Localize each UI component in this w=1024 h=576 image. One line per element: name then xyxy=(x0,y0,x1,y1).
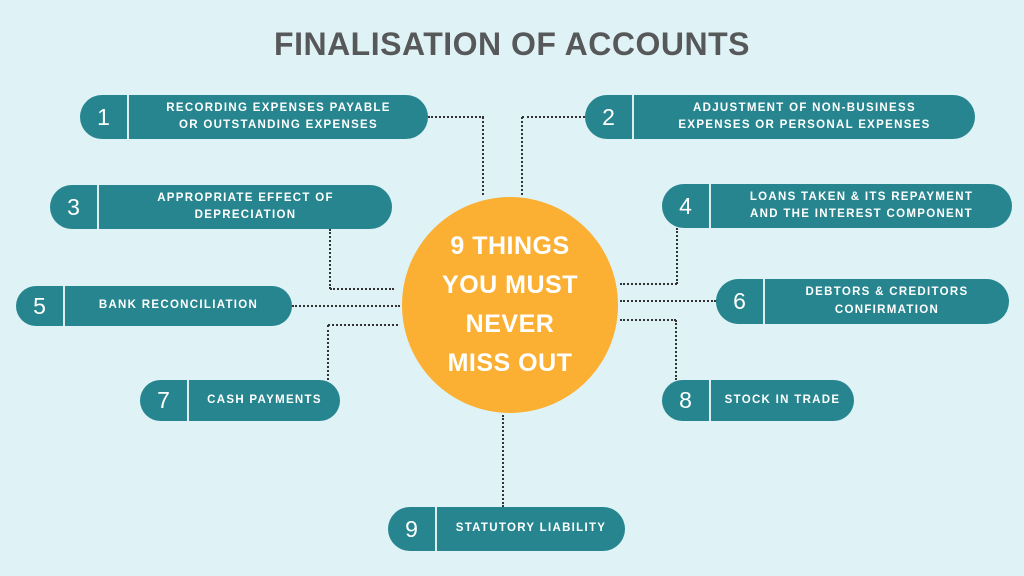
connector-3-horizontal xyxy=(330,288,394,290)
item-4-loans-repayment-interest: 4 LOANS TAKEN & ITS REPAYMENT AND THE IN… xyxy=(662,184,1012,228)
connector-3-vertical xyxy=(329,229,331,289)
connector-1-horizontal xyxy=(428,116,484,118)
item-3-label: APPROPRIATE EFFECT OF DEPRECIATION xyxy=(157,191,334,221)
item-6-debtors-creditors-confirmation: 6 DEBTORS & CREDITORS CONFIRMATION xyxy=(716,279,1009,324)
connector-4-horizontal xyxy=(620,283,677,285)
item-2-number: 2 xyxy=(585,95,634,139)
center-circle: 9 THINGS YOU MUST NEVER MISS OUT xyxy=(402,197,618,413)
connector-9-vertical xyxy=(502,415,504,507)
connector-8-vertical xyxy=(675,320,677,380)
item-2-label: ADJUSTMENT OF NON-BUSINESS EXPENSES OR P… xyxy=(678,101,931,131)
connector-6-horizontal xyxy=(620,300,716,302)
item-1-label: RECORDING EXPENSES PAYABLE OR OUTSTANDIN… xyxy=(166,101,391,131)
item-4-number: 4 xyxy=(662,184,711,228)
item-2-adjustment-non-business: 2 ADJUSTMENT OF NON-BUSINESS EXPENSES OR… xyxy=(585,95,975,139)
item-8-number: 8 xyxy=(662,380,711,421)
item-3-number: 3 xyxy=(50,185,99,229)
connector-2-vertical xyxy=(521,117,523,195)
item-4-label: LOANS TAKEN & ITS REPAYMENT AND THE INTE… xyxy=(749,190,974,220)
item-8-label: STOCK IN TRADE xyxy=(724,393,841,406)
connector-4-vertical xyxy=(676,228,678,284)
item-7-cash-payments: 7 CASH PAYMENTS xyxy=(140,380,340,421)
page-title: FINALISATION OF ACCOUNTS xyxy=(274,26,750,62)
item-6-number: 6 xyxy=(716,279,765,324)
item-1-recording-expenses: 1 RECORDING EXPENSES PAYABLE OR OUTSTAND… xyxy=(80,95,428,139)
item-1-number: 1 xyxy=(80,95,129,139)
item-9-number: 9 xyxy=(388,507,437,551)
connector-5-horizontal xyxy=(292,305,400,307)
item-5-label: BANK RECONCILIATION xyxy=(98,299,259,312)
center-circle-text: 9 THINGS YOU MUST NEVER MISS OUT xyxy=(442,232,578,377)
item-8-stock-in-trade: 8 STOCK IN TRADE xyxy=(662,380,854,421)
item-5-number: 5 xyxy=(16,286,65,326)
connector-8-horizontal xyxy=(620,319,676,321)
connector-2-horizontal xyxy=(522,116,585,118)
connector-7-vertical xyxy=(327,325,329,380)
item-3-depreciation-effect: 3 APPROPRIATE EFFECT OF DEPRECIATION xyxy=(50,185,392,229)
item-9-label: STATUTORY LIABILITY xyxy=(455,522,607,535)
item-7-label: CASH PAYMENTS xyxy=(207,393,322,406)
item-5-bank-reconciliation: 5 BANK RECONCILIATION xyxy=(16,286,292,326)
item-9-statutory-liability: 9 STATUTORY LIABILITY xyxy=(388,507,625,551)
connector-1-vertical xyxy=(482,117,484,195)
item-7-number: 7 xyxy=(140,380,189,421)
item-6-label: DEBTORS & CREDITORS CONFIRMATION xyxy=(805,286,969,316)
connector-7-horizontal xyxy=(328,324,398,326)
